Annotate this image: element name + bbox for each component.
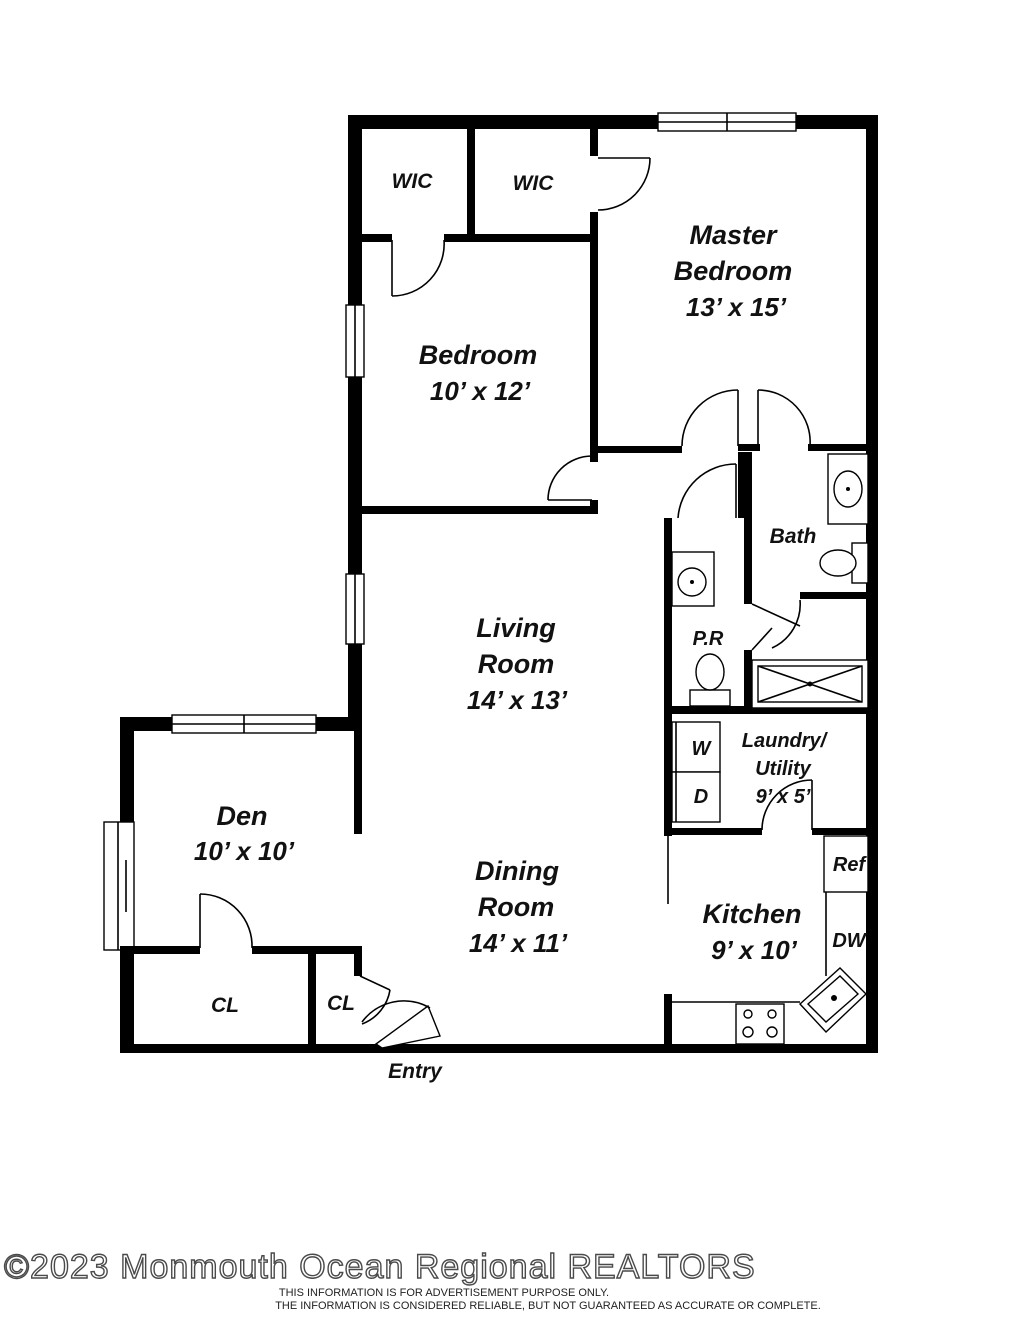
master-bedroom-label-2: Bedroom	[674, 256, 793, 286]
laundry-label-1: Laundry/	[742, 730, 829, 752]
windows	[103, 112, 797, 951]
living-room-dimensions: 14’ x 13’	[467, 685, 568, 715]
footer: ©2023 Monmouth Ocean Regional REALTORS T…	[3, 1247, 821, 1312]
laundry-label-2: Utility	[755, 758, 811, 780]
laundry-dimensions: 9’ x 5’	[756, 786, 811, 808]
dining-room-label-2: Room	[478, 892, 555, 922]
entry-label: Entry	[388, 1060, 443, 1083]
den-dimensions: 10’ x 10’	[194, 836, 295, 866]
dining-room-label-1: Dining	[475, 856, 559, 886]
refrigerator	[823, 835, 869, 893]
kitchen-dimensions: 9’ x 10’	[711, 935, 798, 965]
closet-right-label: CL	[327, 992, 355, 1015]
dining-room-dimensions: 14’ x 11’	[469, 928, 568, 958]
fixtures	[671, 453, 869, 1045]
window-den-left	[103, 821, 135, 951]
dryer-label: D	[694, 786, 708, 808]
dishwasher-label: DW	[832, 930, 867, 952]
wic-right-label: WIC	[513, 172, 555, 195]
powder-room-label: P.R	[693, 628, 724, 650]
closet-left-label: CL	[211, 994, 239, 1017]
disclaimer-line-2: THE INFORMATION IS CONSIDERED RELIABLE, …	[275, 1300, 821, 1312]
interior-walls	[120, 128, 868, 1050]
dryer	[671, 771, 721, 823]
kitchen-label: Kitchen	[702, 899, 801, 929]
washer	[671, 721, 721, 773]
bedroom-label: Bedroom	[419, 340, 538, 370]
wic-left-label: WIC	[392, 170, 434, 193]
living-room-label-2: Room	[478, 649, 555, 679]
bath-label: Bath	[770, 525, 817, 548]
washer-label: W	[692, 738, 713, 760]
refrigerator-label: Ref	[833, 854, 868, 876]
living-room-label-1: Living	[476, 613, 556, 643]
pr-toilet	[689, 689, 731, 707]
bedroom-dimensions: 10’ x 12’	[430, 376, 531, 406]
stove	[735, 1003, 785, 1045]
master-bedroom-label-1: Master	[689, 220, 778, 250]
copyright-watermark: ©2023 Monmouth Ocean Regional REALTORS	[4, 1248, 756, 1286]
doors	[199, 157, 813, 1049]
room-labels: WIC WIC Master Bedroom 13’ x 15’ Bedroom…	[194, 170, 868, 1083]
master-bedroom-dimensions: 13’ x 15’	[686, 292, 787, 322]
disclaimer-line-1: THIS INFORMATION IS FOR ADVERTISEMENT PU…	[279, 1287, 609, 1299]
den-label: Den	[216, 801, 267, 831]
